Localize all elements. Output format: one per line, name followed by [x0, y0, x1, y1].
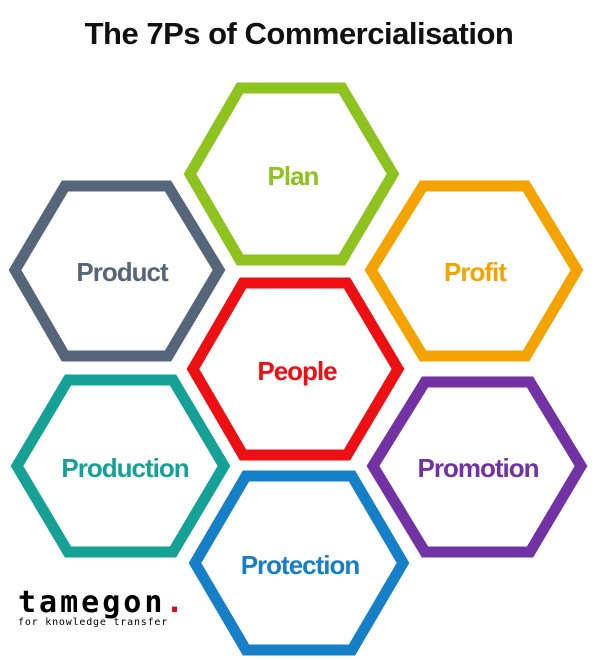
hexagon-product-label: Product	[76, 257, 169, 287]
logo-wordmark: tamegon.	[18, 588, 187, 618]
logo-word-text: tamegon	[18, 585, 166, 620]
hexagon-product: Product	[8, 180, 226, 362]
hexagon-plan-label: Plan	[268, 161, 319, 191]
hexagon-plan-outline	[183, 82, 400, 266]
hexagon-people: People	[186, 277, 405, 461]
hexagon-profit-outline	[364, 180, 584, 362]
hexagon-promotion-label: Promotion	[418, 453, 539, 483]
hexagon-profit: Profit	[364, 180, 584, 362]
diagram-title: The 7Ps of Commercialisation	[84, 16, 514, 51]
logo-tagline: for knowledge transfer	[18, 617, 169, 628]
hexagon-production-label: Production	[61, 453, 188, 483]
hexagon-promotion-outline	[366, 376, 588, 558]
tamegon-logo: tamegon. for knowledge transfer	[18, 588, 187, 629]
hexagon-people-label: People	[257, 356, 337, 386]
hexagon-promotion: Promotion	[366, 376, 588, 558]
hexagon-protection-label: Protection	[241, 550, 360, 580]
logo-dot: .	[165, 585, 187, 620]
hexagon-product-outline	[8, 180, 226, 362]
hexagon-profit-label: Profit	[444, 257, 507, 287]
hexagon-protection-outline	[188, 470, 410, 656]
hexagon-production: Production	[10, 374, 231, 558]
hexagon-production-outline	[10, 374, 231, 558]
hexagon-people-outline	[186, 277, 405, 461]
hexagon-protection: Protection	[188, 470, 410, 656]
hexagon-plan: Plan	[183, 82, 400, 266]
